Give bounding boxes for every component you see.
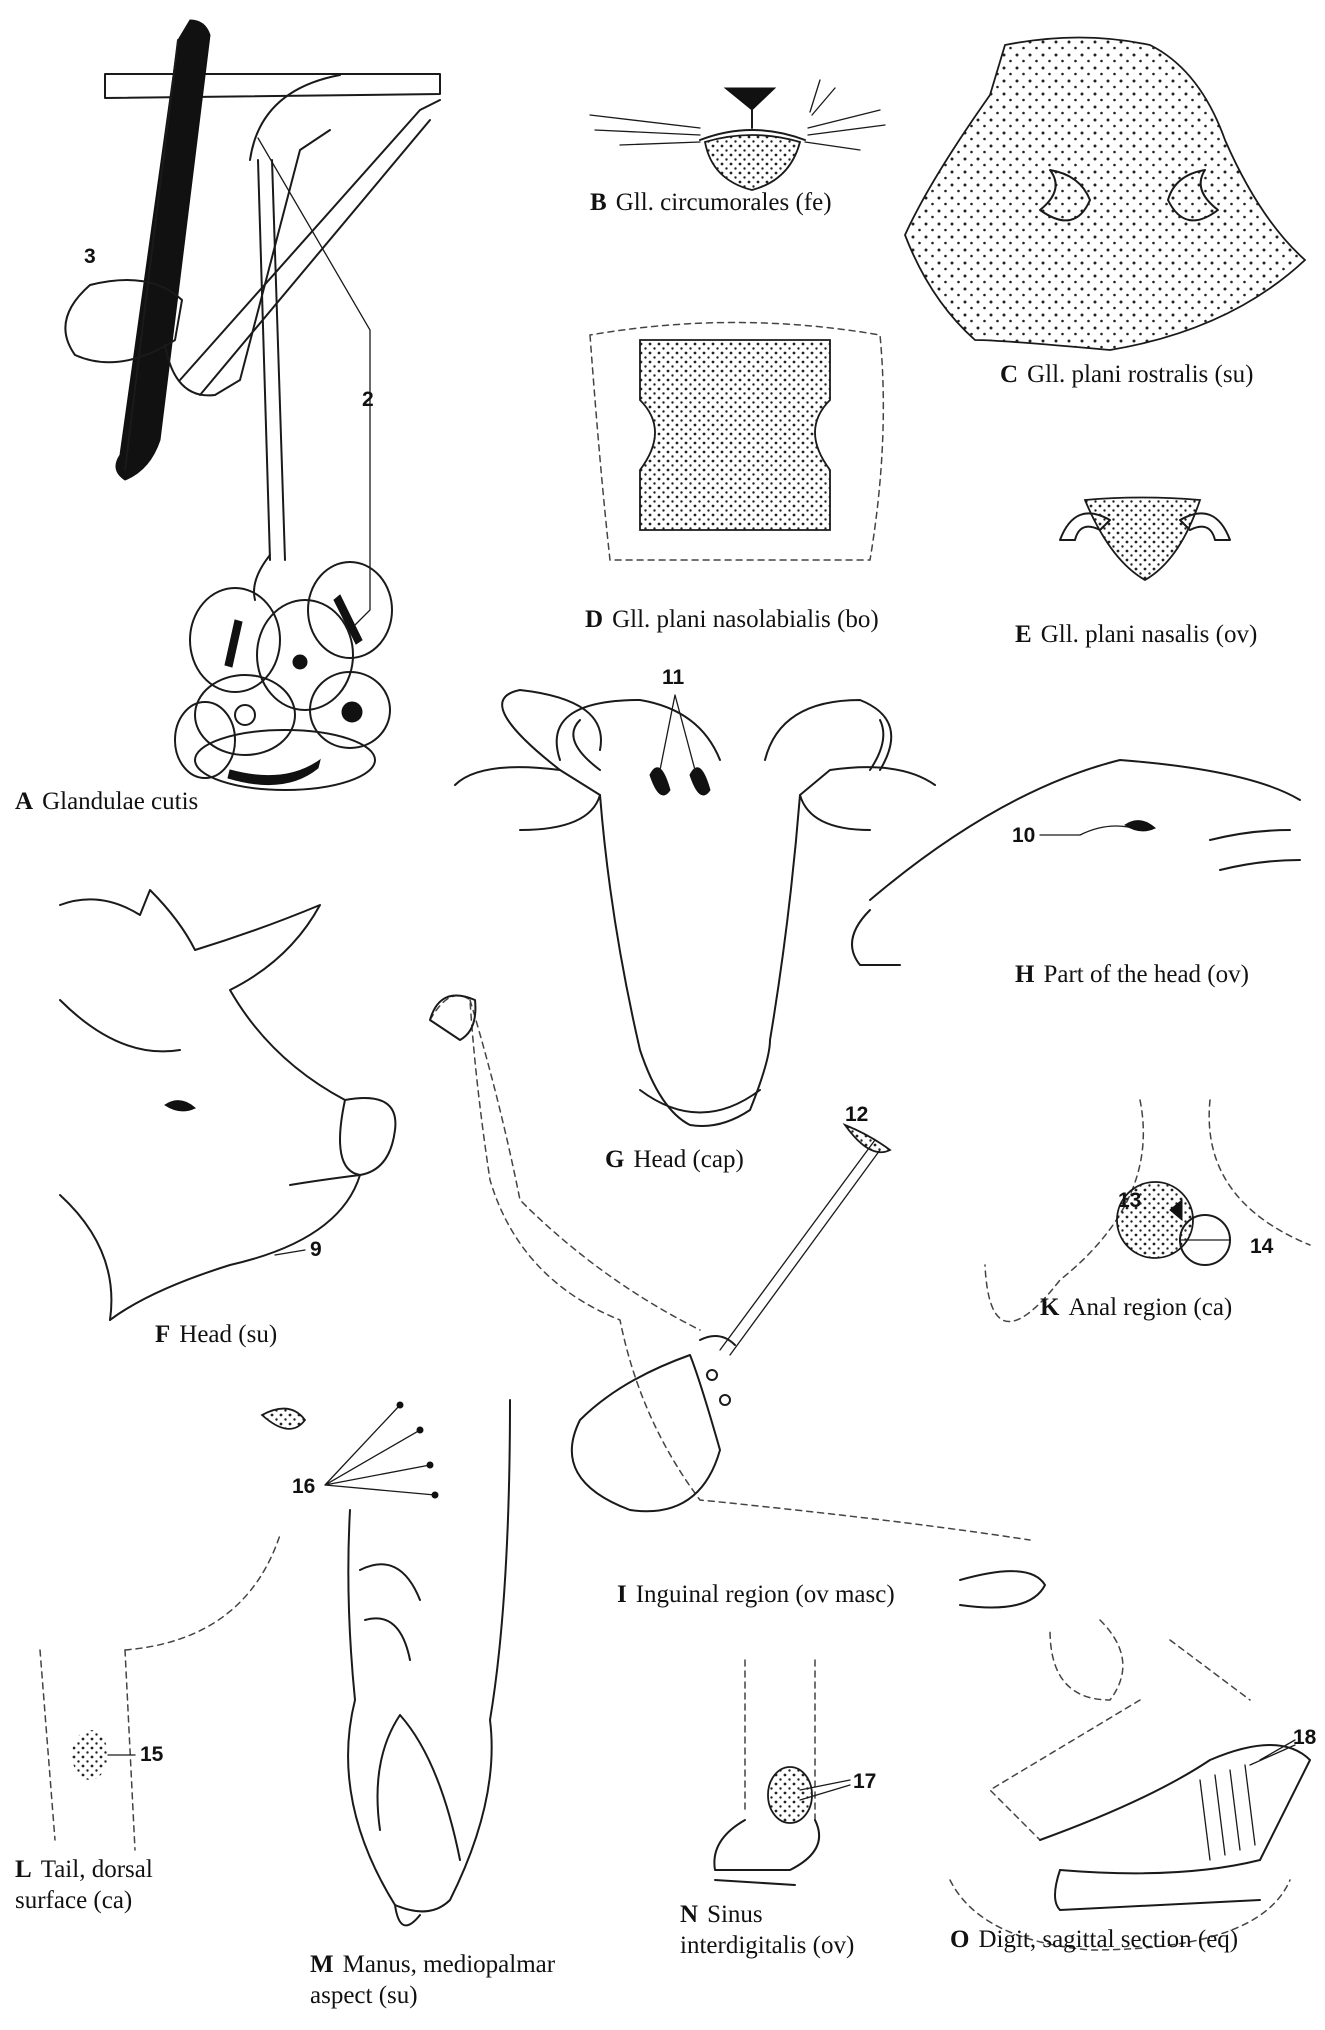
nasolabial-plate — [640, 340, 830, 530]
figure-c-pig-rostrum — [905, 38, 1305, 351]
epidermis-strip — [105, 74, 440, 98]
sweat-gland-coil — [175, 562, 392, 790]
scrotum — [572, 1355, 720, 1511]
hair-shaft — [116, 20, 210, 480]
label-10: 10 — [1012, 824, 1035, 848]
label-2: 2 — [362, 388, 374, 412]
chin-gland-area — [705, 135, 800, 190]
tail-gland — [72, 1730, 108, 1780]
figure-o-horse-digit — [950, 1620, 1310, 1950]
sweat-duct-right — [272, 160, 285, 560]
label-3: 3 — [84, 245, 96, 269]
figure-b-cat-muzzle — [590, 80, 885, 190]
figure-d-cow-muzzle — [590, 323, 883, 561]
label-9: 9 — [310, 1238, 322, 1262]
figure-h-sheep-head-part — [852, 760, 1300, 965]
rostral-plate — [905, 38, 1305, 351]
arrector-muscle-upper — [180, 100, 440, 380]
label-12: 12 — [845, 1103, 868, 1127]
figure-e-sheep-nose — [1060, 498, 1230, 581]
label-17: 17 — [853, 1770, 876, 1794]
interdigital-sinus — [768, 1767, 812, 1823]
figure-k-dog-anal — [985, 1100, 1310, 1322]
label-18: 18 — [1293, 1726, 1316, 1750]
figure-g-goat-head — [455, 690, 935, 1126]
figure-a-skin-glands — [65, 20, 440, 790]
figure-l-dog-tail — [40, 1535, 280, 1850]
label-16: 16 — [292, 1475, 315, 1499]
label-14: 14 — [1250, 1235, 1273, 1259]
label-15: 15 — [140, 1743, 163, 1767]
right-horn — [765, 700, 891, 770]
figure-n-sheep-digit — [714, 1660, 850, 1885]
label-13: 13 — [1118, 1189, 1141, 1213]
horn-gland-right — [690, 768, 710, 795]
horn-gland-left — [650, 768, 670, 795]
arrector-muscle-edge — [200, 120, 430, 395]
sweat-duct-left — [258, 160, 270, 560]
label-11: 11 — [662, 666, 684, 690]
figure-f-pig-head — [60, 890, 395, 1320]
figure-i-sheep-inguinal — [430, 996, 1045, 1608]
